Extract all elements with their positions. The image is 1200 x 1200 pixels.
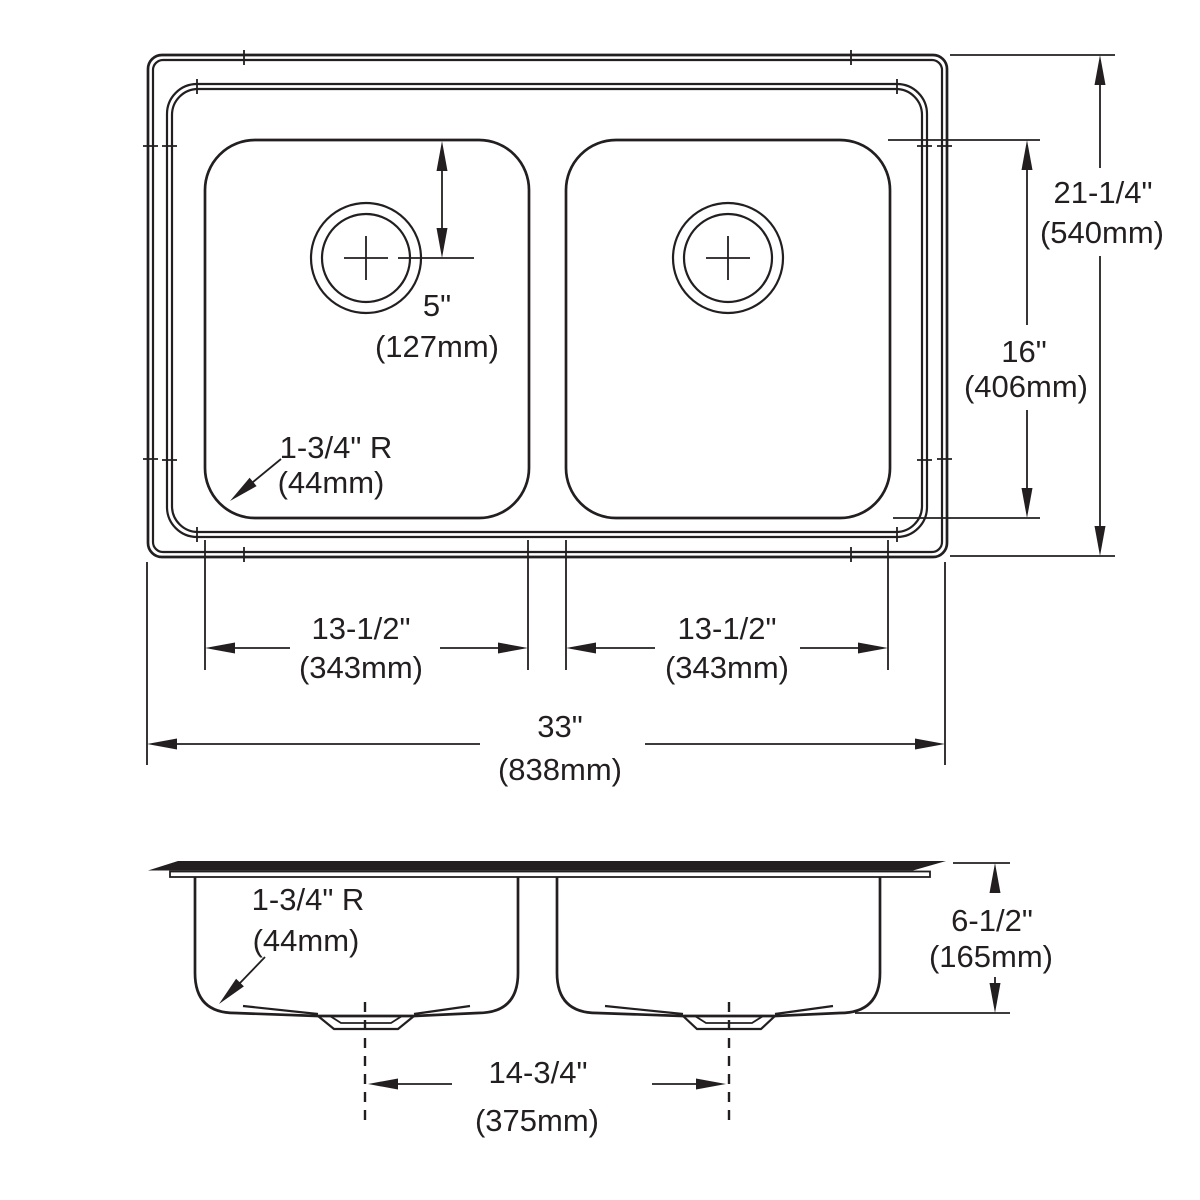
dim-drain-spacing: 14-3/4" (375mm)	[368, 1055, 726, 1138]
dim-label: 14-3/4"	[489, 1055, 588, 1090]
centerline-cross-icon	[344, 236, 388, 280]
sink-deck-edge	[165, 82, 929, 539]
centerline-cross-icon	[706, 236, 750, 280]
dim-label-metric: (838mm)	[498, 752, 622, 787]
dim-label-metric: (165mm)	[929, 939, 1053, 974]
dim-label: 16"	[1001, 334, 1047, 369]
sink-outer-edge-inner-line	[151, 58, 944, 554]
left-bowl	[203, 138, 531, 520]
radius-callout-side: 1-3/4" R (44mm)	[219, 882, 364, 1004]
sink-rim-flange	[169, 870, 931, 878]
left-bowl-bottom-slope	[242, 1004, 471, 1016]
right-bowl-section	[555, 877, 882, 1018]
right-bowl	[564, 138, 892, 520]
dim-right-bowl-width: 13-1/2" (343mm)	[566, 611, 888, 685]
dim-label-metric: (343mm)	[299, 650, 423, 685]
dim-label: 5"	[423, 288, 451, 323]
width-extension-lines	[146, 540, 946, 765]
dim-label-metric: (406mm)	[964, 369, 1088, 404]
radius-label-metric: (44mm)	[278, 465, 385, 500]
dim-label: 33"	[537, 709, 583, 744]
dim-overall-width: 33" (838mm)	[147, 709, 945, 787]
dim-label-metric: (375mm)	[475, 1103, 599, 1138]
dim-left-bowl-width: 13-1/2" (343mm)	[205, 611, 528, 685]
dim-bowl-front-to-back: 16" (406mm)	[888, 139, 1088, 519]
dim-label-metric: (127mm)	[375, 329, 499, 364]
side-view: 1-3/4" R (44mm) 14-3/4" (375mm) 6-1/2" (…	[148, 861, 1053, 1138]
faucet-hole-right	[671, 201, 785, 315]
sink-outer-edge	[146, 53, 949, 559]
dim-faucet-offset: 5" (127mm)	[375, 141, 499, 364]
sink-deck-edge-inner-line	[170, 87, 924, 534]
radius-label: 1-3/4" R	[252, 882, 365, 917]
dim-label: 6-1/2"	[951, 903, 1033, 938]
dim-label-metric: (540mm)	[1040, 215, 1164, 250]
dim-overall-front-to-back: 21-1/4" (540mm)	[950, 54, 1164, 557]
radius-label-metric: (44mm)	[253, 923, 360, 958]
rim-transition-ticks	[143, 50, 952, 562]
dim-bowl-depth: 6-1/2" (165mm)	[855, 862, 1053, 1014]
dim-label: 21-1/4"	[1054, 175, 1153, 210]
top-view: 5" (127mm) 1-3/4" R (44mm)	[143, 50, 952, 562]
dim-label: 13-1/2"	[678, 611, 777, 646]
dim-label-metric: (343mm)	[665, 650, 789, 685]
radius-callout-top: 1-3/4" R (44mm)	[230, 430, 392, 501]
left-bowl-section	[193, 877, 520, 1018]
countertop	[148, 861, 946, 871]
radius-label: 1-3/4" R	[280, 430, 393, 465]
right-bowl-bottom-slope	[604, 1004, 834, 1016]
dim-label: 13-1/2"	[312, 611, 411, 646]
